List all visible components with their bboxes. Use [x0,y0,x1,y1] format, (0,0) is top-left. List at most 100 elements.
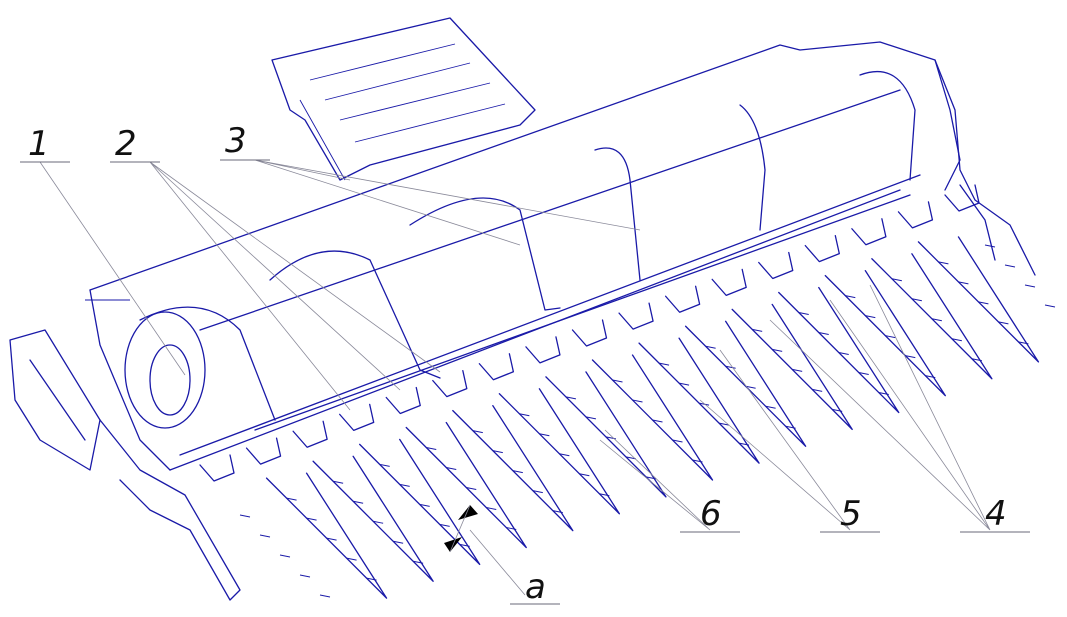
knife-segment [664,285,701,313]
serration [446,467,457,470]
serration [426,447,437,450]
finger-tooth [359,438,481,566]
serration [938,261,949,265]
serration [858,372,869,375]
callout-4: 4 [985,494,1007,534]
knife-segment [432,369,468,398]
serration [413,560,424,564]
serration [772,348,783,352]
knife-segment [944,184,980,212]
serration [379,463,390,467]
serration [812,388,823,392]
serration [1024,284,1036,288]
right-end-plate [934,59,1036,276]
knife-segment [525,336,561,364]
serration [565,396,577,400]
serration [579,473,590,477]
serration [1018,341,1029,345]
callout-5: 5 [840,494,862,534]
knife-segment [897,201,934,229]
knife-segment [478,353,515,381]
finger-teeth [239,236,1056,599]
serration [645,476,657,480]
serration [705,345,716,349]
callout-3: 3 [225,121,247,161]
serration [891,278,902,282]
serration [678,382,690,386]
serration [552,510,563,514]
serration [472,430,483,434]
serration [878,392,889,395]
serration [865,315,876,319]
serration [599,493,610,497]
serration [373,520,384,524]
serration [326,537,337,541]
knife-segment [245,437,282,465]
serration [539,433,550,437]
finger-tooth [684,320,807,447]
serration [1044,304,1056,308]
serration [559,453,570,457]
finger-tooth [265,472,388,599]
serration [672,439,683,443]
serration [519,413,530,417]
serration [738,442,750,446]
serration [306,517,317,521]
serration [585,416,597,420]
serration [718,422,730,426]
serration [625,456,637,460]
serration [745,385,756,389]
serration [752,328,763,332]
callout-shelves [20,159,1030,605]
serration [299,574,311,578]
serration [911,298,922,302]
serration [259,534,271,538]
serration [239,514,251,518]
serration [399,483,410,487]
knife-segment [711,268,747,297]
serration [692,459,703,463]
serration [279,554,291,558]
serration [905,355,916,359]
serration [333,480,344,484]
serration [632,399,643,403]
finger-tooth [871,253,993,380]
serration [492,450,503,454]
serration [486,507,497,510]
serration [439,523,450,527]
finger-tooth [405,421,527,549]
serration [984,244,996,248]
knife-segment [618,302,654,330]
knife-segment [292,420,328,448]
knife-segment [385,386,421,415]
serration [419,503,430,507]
callout-6: 6 [700,494,722,534]
knife-segment [758,251,794,280]
auger-cylinder [124,89,911,431]
serration [506,527,517,530]
knife-segment [804,234,840,263]
serration [612,379,623,383]
serration [818,332,829,335]
serration [532,490,543,494]
finger-tooth [638,337,760,464]
knife-segment [199,454,235,482]
leader-lines [39,159,991,596]
serration [1004,264,1016,268]
auger-flights [269,70,916,379]
serration [366,577,377,581]
serration [838,352,849,355]
rear-hopper [271,17,536,181]
finger-tooth [591,354,714,481]
serration [319,594,331,598]
serration [353,500,364,504]
serration [998,321,1009,325]
serration [832,408,843,412]
serration [931,318,942,322]
finger-tooth [731,303,853,431]
serration [658,362,670,366]
serration [393,540,404,544]
finger-tooth [312,455,434,582]
serration [798,312,809,315]
